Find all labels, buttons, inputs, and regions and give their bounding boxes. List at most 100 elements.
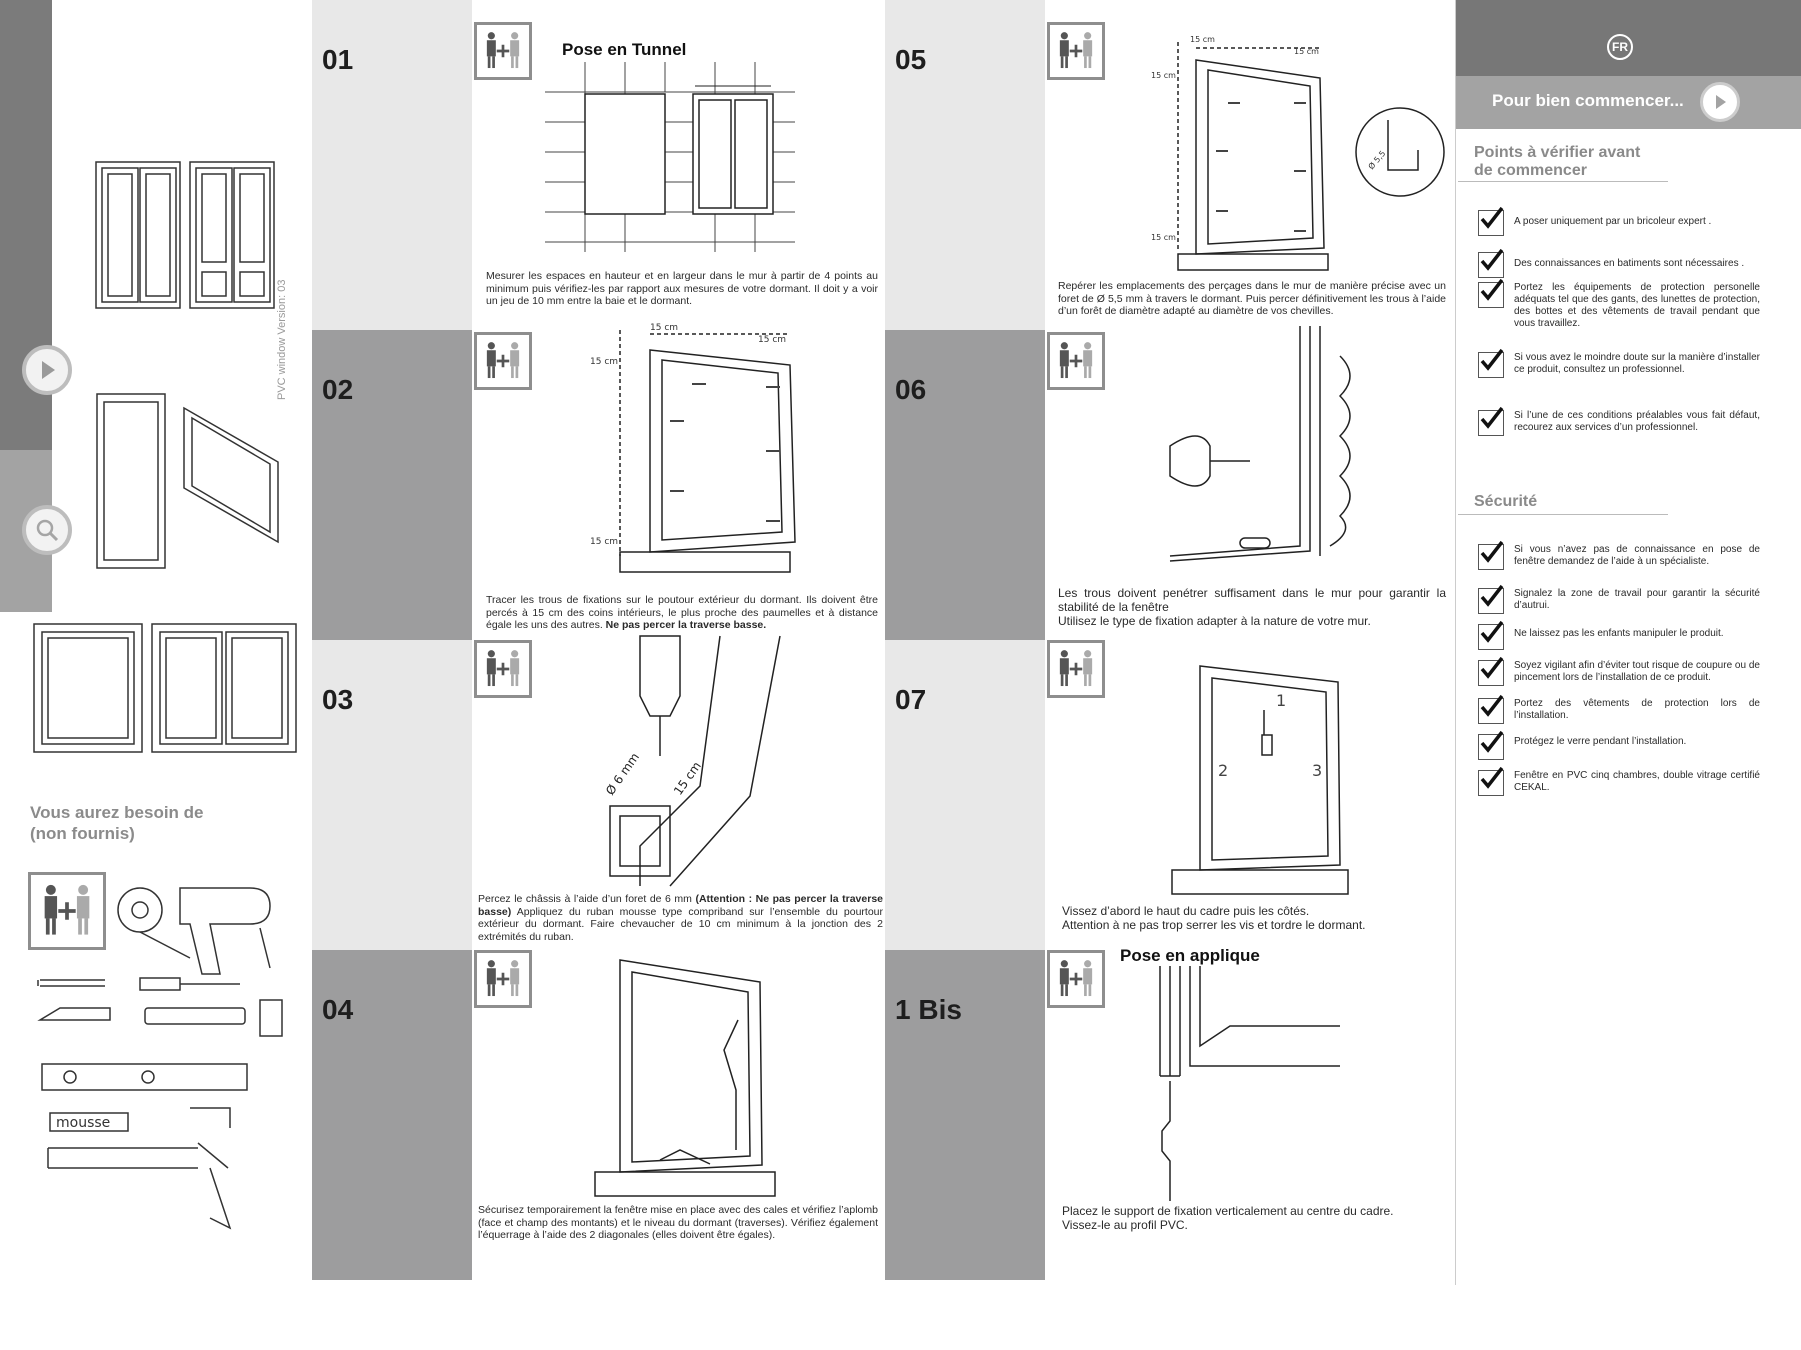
step-06-text-main: Les trous doivent penétrer suffisament d… (1058, 586, 1446, 614)
version-label: PVC window Version: 03 (276, 279, 288, 400)
step-06-people-icon (1047, 332, 1105, 390)
check-text: Portez les équipements de protection per… (1514, 282, 1760, 329)
step-02-dim-c: 15 cm (590, 357, 618, 367)
step-05-diameter-label: Ø 5,5 (1366, 148, 1388, 171)
step-06-text: Les trous doivent penétrer suffisament d… (1058, 586, 1446, 628)
step-06-number: 06 (895, 374, 927, 405)
checkmark-icon (1478, 278, 1504, 308)
magnifier-icon (36, 519, 59, 542)
two-people-icon (28, 872, 106, 950)
security-item: Portez des vêtements de protection lors … (1478, 694, 1760, 724)
play-button[interactable] (22, 345, 72, 395)
step-01-illustration (545, 62, 795, 252)
step-05-dim-d: 15 cm (1151, 233, 1176, 242)
step-03-diameter-label: Ø 6 mm (603, 750, 642, 797)
checkmark-icon (1478, 620, 1504, 650)
step-07-screw-2: 2 (1218, 761, 1228, 780)
window-models-illustration (33, 161, 297, 753)
step-05-number: 05 (895, 44, 927, 75)
step-01-heading: Pose en Tunnel (562, 40, 687, 59)
step-02-illustration: 15 cm 15 cm 15 cm 15 cm (590, 323, 796, 573)
step-02-number: 02 (322, 374, 354, 405)
step-05-dim-c: 15 cm (1151, 71, 1176, 80)
step-05-illustration: 15 cm 15 cm 15 cm 15 cm Ø 5,5 (1151, 35, 1445, 271)
step-06-band: 06 (885, 330, 1045, 640)
security-title: Sécurité (1474, 493, 1538, 510)
step-03-text-main: Percez le châssis à l’aide d’un foret de… (478, 893, 692, 905)
play-icon (42, 361, 55, 379)
security-item: Soyez vigilant afin d’éviter tout risque… (1478, 656, 1760, 686)
security-item: Protégez le verre pendant l’installation… (1478, 730, 1760, 760)
checkmark-icon (1478, 406, 1504, 436)
search-button[interactable] (22, 505, 72, 555)
language-badge[interactable]: FR (1607, 34, 1633, 60)
step-02-text-warning: Ne pas percer la traverse basse. (605, 619, 767, 631)
step-1bis-text-secondary: Vissez-le au profil PVC. (1062, 1218, 1188, 1232)
security-text: Ne laissez pas les enfants manipuler le … (1514, 628, 1724, 639)
checkmark-icon (1478, 730, 1504, 760)
step-07-number: 07 (895, 684, 927, 715)
check-text: A poser uniquement par un bricoleur expe… (1514, 216, 1712, 227)
step-1bis-illustration (1159, 966, 1340, 1201)
security-text: Fenêtre en PVC cinq chambres, double vit… (1514, 770, 1760, 793)
security-item: Signalez la zone de travail pour garanti… (1478, 584, 1760, 614)
security-title-rule (1458, 514, 1668, 515)
step-02-band: 02 (312, 330, 472, 640)
step-02-dim-d: 15 cm (590, 537, 618, 547)
check-item: Si l’une de ces conditions préalables vo… (1478, 406, 1760, 436)
step-01-text: Mesurer les espaces en hauteur et en lar… (486, 270, 878, 307)
step-03-distance-label: 15 cm (671, 759, 704, 798)
step-06-text-secondary: Utilisez le type de fixation adapter à l… (1058, 614, 1371, 628)
checkmark-icon (1478, 248, 1504, 278)
checks-title-rule (1458, 181, 1668, 182)
step-03-band: 03 (312, 640, 472, 950)
step-06-illustration (1169, 326, 1351, 562)
step-05-people-icon (1047, 22, 1105, 80)
step-02-dim-a: 15 cm (650, 323, 678, 333)
checkmark-icon (1478, 656, 1504, 686)
step-07-illustration: 1 2 3 (1171, 665, 1349, 895)
step-03-text-secondary: Appliquez du ruban mousse type compriban… (478, 905, 883, 943)
step-05-dim-a: 15 cm (1190, 35, 1215, 44)
start-play-button[interactable] (1700, 82, 1740, 122)
step-01-number: 01 (322, 44, 354, 75)
step-05-text: Repérer les emplacements des perçages da… (1058, 280, 1446, 317)
step-07-band: 07 (885, 640, 1045, 950)
step-1bis-text-main: Placez le support de fixation verticalem… (1062, 1204, 1394, 1218)
step-05-band: 05 (885, 0, 1045, 330)
security-item: Ne laissez pas les enfants manipuler le … (1478, 620, 1760, 650)
checks-list: A poser uniquement par un bricoleur expe… (1478, 206, 1760, 436)
check-text: Si vous avez le moindre doute sur la man… (1514, 352, 1760, 375)
step-04-illustration (594, 959, 776, 1197)
checkmark-icon (1478, 540, 1504, 570)
step-02-text-main: Tracer les trous de fixations sur le pou… (486, 594, 878, 631)
checks-title: Points à vérifier avant de commencer (1474, 144, 1640, 180)
checks-title-line1: Points à vérifier avant (1474, 144, 1641, 161)
start-bar (1456, 76, 1801, 129)
checkmark-icon (1478, 206, 1504, 236)
step-07-people-icon (1047, 640, 1105, 698)
step-07-screw-3: 3 (1312, 761, 1322, 780)
step-1bis-number: 1 Bis (895, 994, 962, 1025)
tools-illustration: mousse (37, 887, 283, 1230)
security-list: Si vous n’avez pas de connaissance en po… (1478, 540, 1760, 796)
step-03-number: 03 (322, 684, 354, 715)
tools-needed-title: Vous aurez besoin de (non fournis) (30, 802, 290, 844)
check-item: Portez les équipements de protection per… (1478, 278, 1760, 330)
security-item: Si vous n’avez pas de connaissance en po… (1478, 540, 1760, 570)
check-text: Si l’une de ces conditions préalables vo… (1514, 410, 1760, 433)
step-03-text-warning: (Attention : Ne pas percer la traverse b… (478, 893, 883, 918)
security-text: Soyez vigilant afin d’éviter tout risque… (1514, 660, 1760, 683)
column-divider (1455, 0, 1456, 1285)
security-text: Protégez le verre pendant l’installation… (1514, 736, 1687, 747)
checkmark-icon (1478, 348, 1504, 378)
step-01-people-icon (474, 22, 532, 80)
step-03-people-icon (474, 640, 532, 698)
step-07-text-main: Vissez d’abord le haut du cadre puis les… (1062, 904, 1310, 918)
step-07-screw-1: 1 (1276, 691, 1286, 710)
check-text: Des connaissances en batiments sont néce… (1514, 258, 1745, 269)
step-02-dim-b: 15 cm (758, 335, 786, 345)
mousse-label: mousse (56, 1115, 110, 1131)
security-item: Fenêtre en PVC cinq chambres, double vit… (1478, 766, 1760, 796)
start-label: Pour bien commencer... (1492, 91, 1684, 110)
